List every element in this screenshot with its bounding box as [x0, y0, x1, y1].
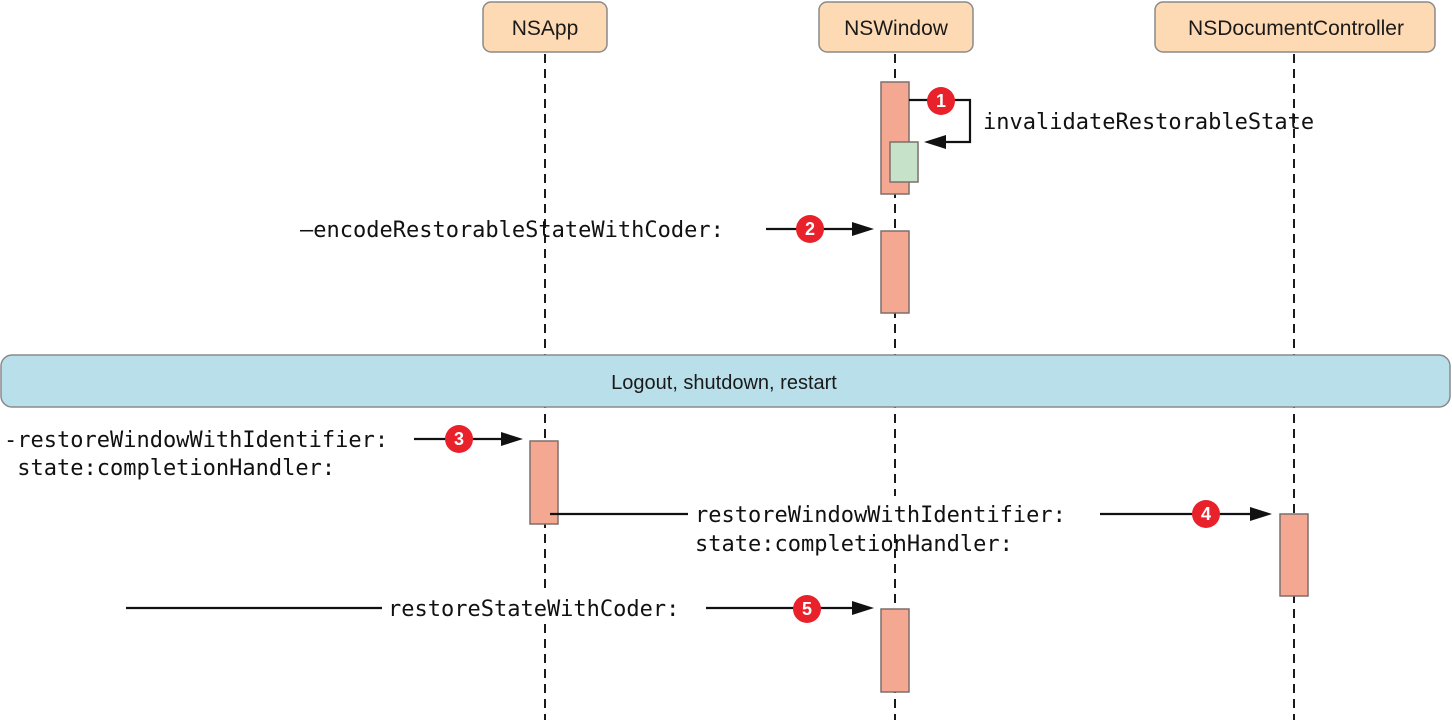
nsapp-activation	[529, 440, 559, 525]
participant-label: NSWindow	[844, 17, 949, 40]
message-4-label-line-2: state:completionHandler:	[695, 532, 1013, 557]
message-3-label-line-1: -restoreWindowWithIdentifier:	[4, 428, 388, 453]
step-number-3: 3	[454, 429, 464, 449]
message-3-arrowhead	[501, 432, 523, 446]
nswindow-activation-2	[880, 230, 910, 314]
nswindow-activation-3	[880, 608, 910, 693]
participant-label: NSDocumentController	[1188, 17, 1404, 40]
message-5: restoreStateWithCoder: 5	[126, 592, 874, 624]
message-1-arrowhead	[924, 135, 946, 149]
banner-label: Logout, shutdown, restart	[611, 372, 837, 394]
message-3: -restoreWindowWithIdentifier: state:comp…	[4, 425, 523, 481]
lifecycle-banner: Logout, shutdown, restart	[0, 354, 1451, 408]
message-2-label: —encodeRestorableStateWithCoder:	[300, 218, 724, 243]
message-5-label: restoreStateWithCoder:	[388, 597, 679, 622]
step-marker-5	[793, 595, 821, 623]
participant-nsdocumentcontroller: NSDocumentController	[1154, 1, 1436, 53]
step-marker-4	[1192, 500, 1220, 528]
participant-nsapp: NSApp	[482, 1, 608, 53]
step-marker-1	[927, 87, 955, 115]
message-1-label: invalidateRestorableState	[983, 110, 1314, 135]
message-5-arrowhead	[852, 601, 874, 615]
step-number-1: 1	[936, 91, 946, 111]
step-number-5: 5	[802, 599, 812, 619]
step-marker-3	[445, 425, 473, 453]
step-number-4: 4	[1201, 504, 1211, 524]
nsdocumentcontroller-activation	[1279, 513, 1309, 597]
message-3-label-line-2: state:completionHandler:	[4, 456, 335, 481]
message-2-arrowhead	[852, 222, 874, 236]
step-marker-2	[796, 215, 824, 243]
nswindow-nested-activation	[889, 141, 919, 183]
step-number-2: 2	[805, 219, 815, 239]
participant-nswindow: NSWindow	[818, 1, 974, 53]
message-4-label-line-1: restoreWindowWithIdentifier:	[695, 503, 1066, 528]
message-1: 1 invalidateRestorableState	[909, 87, 1314, 149]
message-4-arrowhead	[1250, 507, 1272, 521]
message-2: —encodeRestorableStateWithCoder: 2	[300, 215, 874, 243]
participant-label: NSApp	[512, 17, 579, 40]
message-4: restoreWindowWithIdentifier: state:compl…	[550, 496, 1272, 557]
